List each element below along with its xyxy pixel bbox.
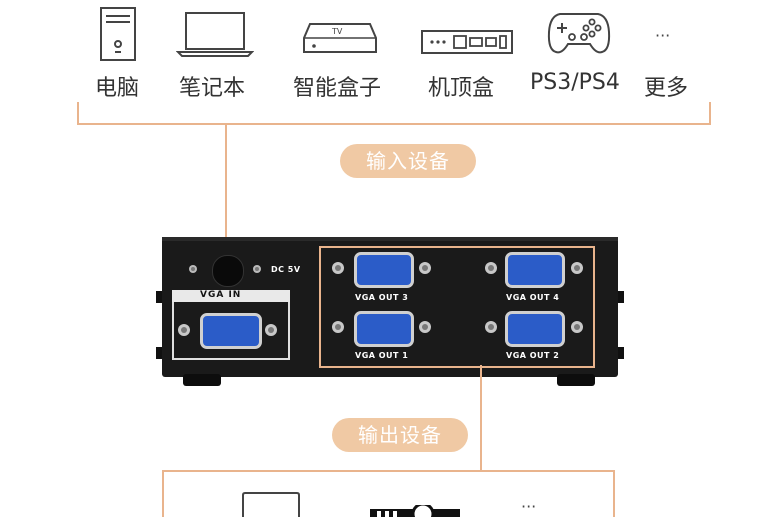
screw-icon [419, 321, 431, 333]
output-ports-highlight [319, 246, 595, 368]
laptop-icon [176, 12, 254, 57]
bracket-top-left [77, 102, 79, 125]
monitor-icon [242, 492, 300, 517]
label-laptop: 笔记本 [179, 76, 246, 101]
connector-outputs [480, 365, 482, 471]
vga-out-3-port[interactable] [354, 252, 414, 288]
gamepad-icon [547, 13, 611, 54]
tv-box-icon [303, 23, 377, 53]
screw-icon [253, 265, 261, 273]
set-top-box-icon [421, 30, 513, 54]
screw-icon [189, 265, 197, 273]
dc-label: DC 5V [271, 265, 301, 274]
more-outputs-ellipsis-icon: ··· [521, 497, 537, 516]
left-notch-2 [156, 347, 162, 359]
label-tv-box: 智能盒子 [293, 76, 382, 101]
label-more: 更多 [644, 76, 689, 101]
screw-icon [485, 262, 497, 274]
power-jack[interactable] [212, 255, 244, 287]
device-icons-row: TV ··· [0, 0, 782, 70]
device-foot-left [183, 374, 221, 386]
connector-vga-in [225, 124, 227, 294]
bracket-top-right [709, 102, 711, 125]
screw-icon [571, 321, 583, 333]
label-ps: PS3/PS4 [530, 70, 620, 95]
right-notch-2 [618, 347, 624, 359]
vga-in-label: VGA IN [200, 290, 242, 300]
input-devices-badge: 输入设备 [340, 144, 476, 178]
bracket-bottom-right [613, 470, 615, 517]
device-top-edge [162, 237, 618, 241]
vga-out-2-port[interactable] [505, 311, 565, 347]
bracket-bottom-horizontal [162, 470, 615, 472]
label-set-top-box: 机顶盒 [428, 76, 495, 101]
screw-icon [332, 321, 344, 333]
vga-out-1-label: VGA OUT 1 [355, 351, 409, 360]
right-notch-1 [618, 291, 624, 303]
tv-box-text: TV [332, 27, 343, 36]
vga-out-3-label: VGA OUT 3 [355, 293, 409, 302]
left-notch-1 [156, 291, 162, 303]
screw-icon [265, 324, 277, 336]
bracket-bottom-left [162, 470, 164, 517]
vga-in-port[interactable] [200, 313, 262, 349]
vga-out-4-port[interactable] [505, 252, 565, 288]
vga-in-label-bar [172, 290, 290, 302]
screw-icon [178, 324, 190, 336]
bracket-top-horizontal [77, 123, 711, 125]
vga-out-2-label: VGA OUT 2 [506, 351, 560, 360]
desktop-tower-icon [100, 7, 136, 61]
vga-out-4-label: VGA OUT 4 [506, 293, 560, 302]
vga-out-1-port[interactable] [354, 311, 414, 347]
screw-icon [332, 262, 344, 274]
ellipsis-icon: ··· [655, 26, 671, 45]
screw-icon [485, 321, 497, 333]
projector-icon [370, 505, 460, 517]
output-devices-badge: 输出设备 [332, 418, 468, 452]
screw-icon [419, 262, 431, 274]
screw-icon [571, 262, 583, 274]
device-foot-right [557, 374, 595, 386]
label-desktop: 电脑 [95, 76, 140, 101]
